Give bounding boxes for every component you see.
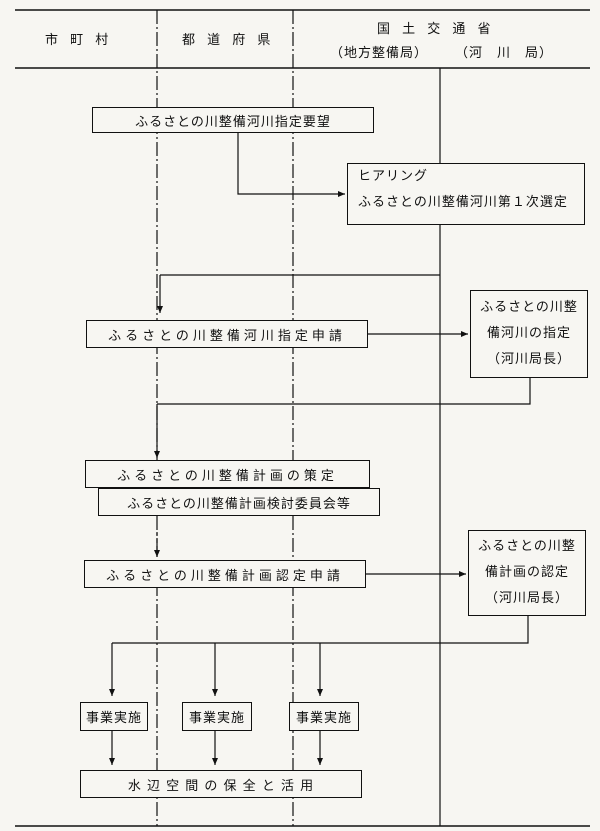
first-selection-label: ふるさとの川整備河川第１次選定 bbox=[358, 195, 568, 210]
implementation-box-ministry: 事業実施 bbox=[289, 702, 359, 731]
plan-approval-application-box: ふるさとの川整備計画認定申請 bbox=[84, 560, 366, 588]
plan-approval-line2: 備計画の認定 bbox=[484, 565, 569, 580]
implementation-box-prefecture: 事業実施 bbox=[182, 702, 252, 731]
designation-request-box: ふるさとの川整備河川指定要望 bbox=[92, 107, 374, 133]
plan-approval-line3: （河川局長） bbox=[484, 591, 569, 606]
river-designation-line2: 備河川の指定 bbox=[486, 326, 571, 341]
connector-request-to-hearing bbox=[237, 131, 345, 197]
hearing-label: ヒアリング bbox=[358, 169, 429, 184]
implementation-box-municipality: 事業実施 bbox=[80, 702, 148, 731]
river-designation-box: ふるさとの川整 備河川の指定 （河川局長） bbox=[470, 290, 588, 378]
designation-request-label: ふるさとの川整備河川指定要望 bbox=[135, 114, 331, 130]
header-ministry: 国 土 交 通 省 bbox=[377, 22, 495, 37]
plan-approval-line1: ふるさとの川整 bbox=[478, 539, 576, 554]
implementation-label-3: 事業実施 bbox=[295, 711, 352, 726]
river-designation-line3: （河川局長） bbox=[486, 352, 571, 367]
header-river-bureau: （河 川 局） bbox=[455, 46, 554, 61]
connector-designation-return bbox=[157, 378, 531, 405]
plan-approval-box: ふるさとの川整 備計画の認定 （河川局長） bbox=[468, 530, 586, 616]
plan-committee-box: ふるさとの川整備計画検討委員会等 bbox=[98, 488, 380, 516]
implementation-label-1: 事業実施 bbox=[85, 711, 142, 726]
plan-formulation-label: ふるさとの川整備計画の策定 bbox=[117, 468, 338, 484]
plan-formulation-box: ふるさとの川整備計画の策定 bbox=[85, 460, 370, 488]
designation-application-box: ふるさとの川整備河川指定申請 bbox=[86, 320, 368, 348]
plan-committee-label: ふるさとの川整備計画検討委員会等 bbox=[127, 496, 351, 512]
river-designation-line1: ふるさとの川整 bbox=[480, 300, 578, 315]
designation-application-label: ふるさとの川整備河川指定申請 bbox=[108, 328, 346, 344]
implementation-label-2: 事業実施 bbox=[188, 711, 245, 726]
plan-approval-application-label: ふるさとの川整備計画認定申請 bbox=[106, 568, 344, 584]
conservation-label: 水 辺 空 間 の 保 全 と 活 用 bbox=[127, 778, 315, 794]
header-municipality: 市 町 村 bbox=[45, 33, 113, 48]
connector-approval-return bbox=[112, 616, 529, 644]
first-selection-box: ヒアリング ふるさとの川整備河川第１次選定 bbox=[347, 163, 585, 225]
header-prefecture: 都 道 府 県 bbox=[182, 33, 275, 48]
header-regional-bureau: （地方整備局） bbox=[330, 46, 429, 61]
conservation-box: 水 辺 空 間 の 保 全 と 活 用 bbox=[80, 770, 362, 798]
